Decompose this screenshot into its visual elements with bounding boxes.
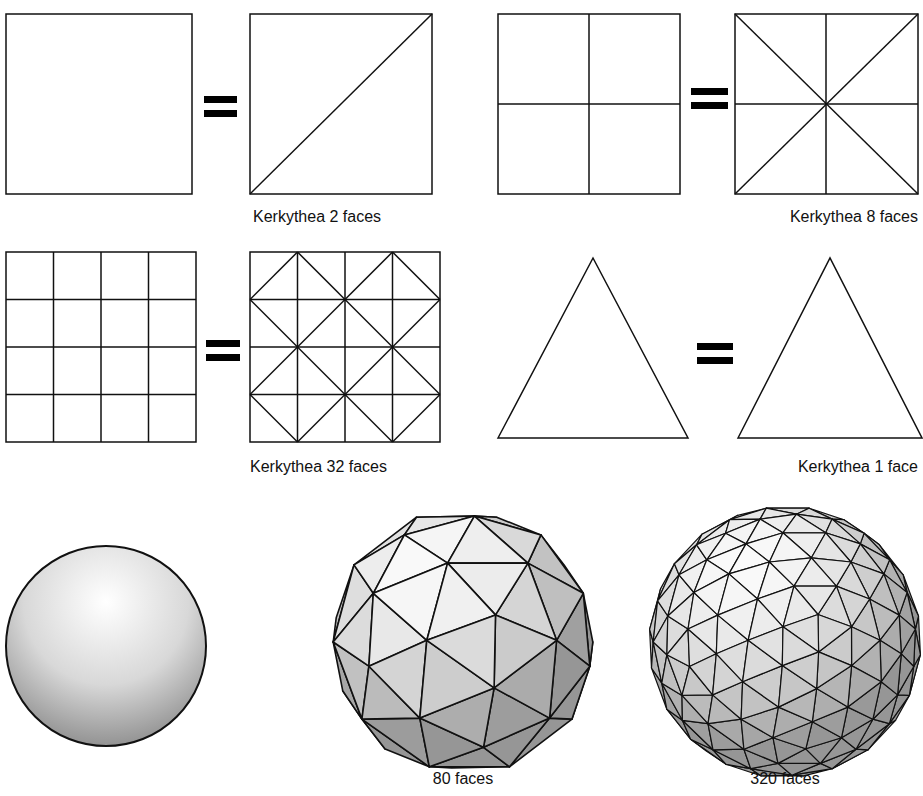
sphere-face: [688, 615, 718, 654]
sphere-face: [817, 652, 852, 689]
sphere-face: [782, 627, 818, 666]
diagonal: [345, 252, 393, 300]
diagonal: [345, 347, 393, 395]
sphere-face: [682, 695, 713, 724]
caption-label: Kerkythea 2 faces: [253, 208, 381, 226]
plain-square: [6, 14, 192, 194]
grid-line: [250, 346, 440, 348]
equals-signs: [204, 88, 733, 364]
caption-label: Kerkythea 8 faces: [790, 208, 918, 226]
quad-square: [498, 14, 680, 194]
sphere-face: [362, 719, 429, 767]
sphere-face: [362, 718, 429, 767]
caption-label: Kerkythea 1 face: [798, 458, 918, 476]
sphere-face: [667, 629, 690, 667]
diagonal: [250, 252, 298, 300]
caption-label: Kerkythea 32 faces: [250, 458, 387, 476]
grid-square: [250, 252, 440, 442]
triangle: [738, 258, 922, 438]
diagonal: [298, 252, 346, 300]
sphere-face: [811, 533, 851, 562]
diagonal: [393, 252, 441, 300]
grid-line: [148, 252, 150, 442]
equals-bar: [206, 340, 240, 347]
triangulated-square: [250, 14, 432, 194]
diagonal: [393, 300, 441, 348]
sphere-face: [769, 533, 811, 562]
diagonal: [250, 347, 298, 395]
caption-label: 80 faces: [433, 770, 493, 788]
sphere-face: [448, 516, 528, 563]
equals-bar: [691, 102, 728, 109]
diagonal: [298, 347, 346, 395]
sphere-face: [848, 666, 881, 708]
diagonal: [735, 14, 918, 194]
grid-line: [6, 394, 196, 396]
diagonal: [393, 395, 441, 443]
sphere-face: [708, 719, 744, 749]
diagonal: [735, 14, 918, 194]
diagonal: [250, 14, 432, 194]
squares: [6, 14, 922, 438]
smooth-sphere: [6, 546, 206, 746]
triangulated-square: [735, 14, 918, 194]
sphere-face: [783, 514, 826, 533]
equals-bar: [204, 96, 237, 103]
grid-squares: [6, 252, 440, 442]
geodesic-sphere: [333, 516, 593, 768]
sphere-face: [899, 615, 915, 654]
sphere-face: [494, 615, 556, 688]
equals-bar: [204, 110, 237, 117]
sphere-face: [818, 615, 852, 652]
sphere-face: [852, 627, 881, 666]
equals-bar: [691, 88, 728, 95]
grid-line: [6, 346, 196, 348]
equals-bar: [206, 354, 240, 361]
sphere-face: [690, 654, 717, 695]
sphere-face: [427, 615, 496, 688]
equals-bar: [697, 343, 733, 350]
caption-label: 320 faces: [750, 770, 819, 788]
diagonal: [250, 395, 298, 443]
grid-line: [498, 103, 680, 105]
diagonal: [250, 300, 298, 348]
sphere-face: [794, 558, 836, 586]
diagonal: [393, 347, 441, 395]
grid-square: [6, 252, 196, 442]
sphere-face: [653, 616, 668, 655]
sphere-face: [333, 593, 373, 666]
triangle: [498, 258, 688, 438]
diagonal: [298, 395, 346, 443]
diagonal: [298, 300, 346, 348]
geodesic-sphere: [650, 508, 921, 776]
equals-bar: [697, 357, 733, 364]
sphere-face: [880, 640, 901, 682]
sphere-face: [369, 640, 427, 718]
diagonal: [345, 300, 393, 348]
diagonal: [345, 395, 393, 443]
sphere-face: [748, 627, 783, 666]
